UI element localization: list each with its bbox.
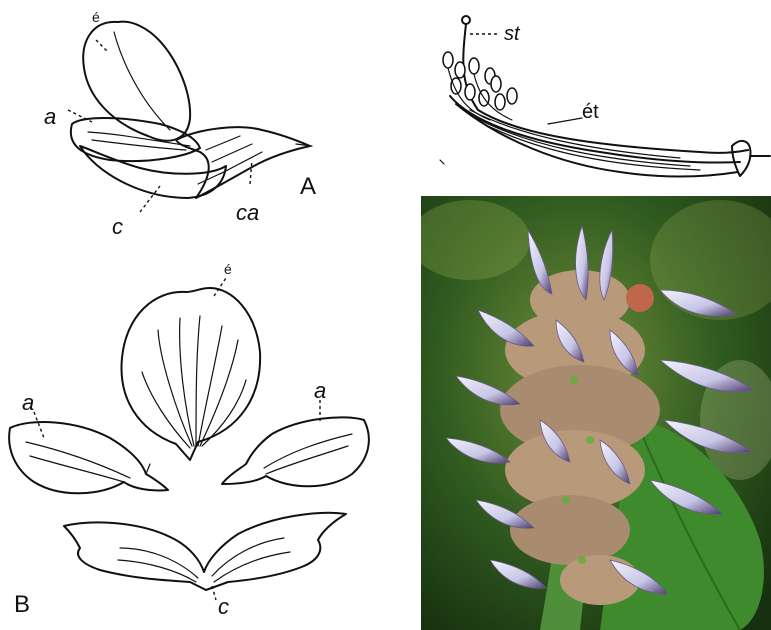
stamen-tube-drawing: st ét [440,16,770,177]
b-keel-veins [118,538,290,582]
figure-a-label-keel: c [112,214,123,239]
figure-a-label-wing: a [44,104,56,129]
figure-b-panel-letter: B [14,591,30,618]
figure-b-dissected-petals: é a a c B [9,261,369,619]
figure-b-label-wing-right: a [314,378,326,403]
standard-petal-shape [83,22,190,141]
figure-b-label-keel: c [218,594,229,619]
stamen-label-stamens: ét [582,101,599,123]
b-standard-veins [142,316,246,448]
stigma-tip [462,16,470,24]
wing-petal-shape [71,118,200,161]
b-keel [64,513,346,590]
figure-a-label-calyx: ca [236,200,259,225]
stamen-label-stigma: st [504,23,521,45]
figure-b-label-standard: é [224,261,232,277]
flower-photo [410,196,771,630]
figure-a-label-standard: é [92,9,100,25]
figure-b-label-wing-left: a [22,390,34,415]
figure-a-flower-side-view: é a c ca A [44,9,316,239]
b-wing-left [9,422,168,493]
figure-a-panel-letter: A [300,173,316,200]
